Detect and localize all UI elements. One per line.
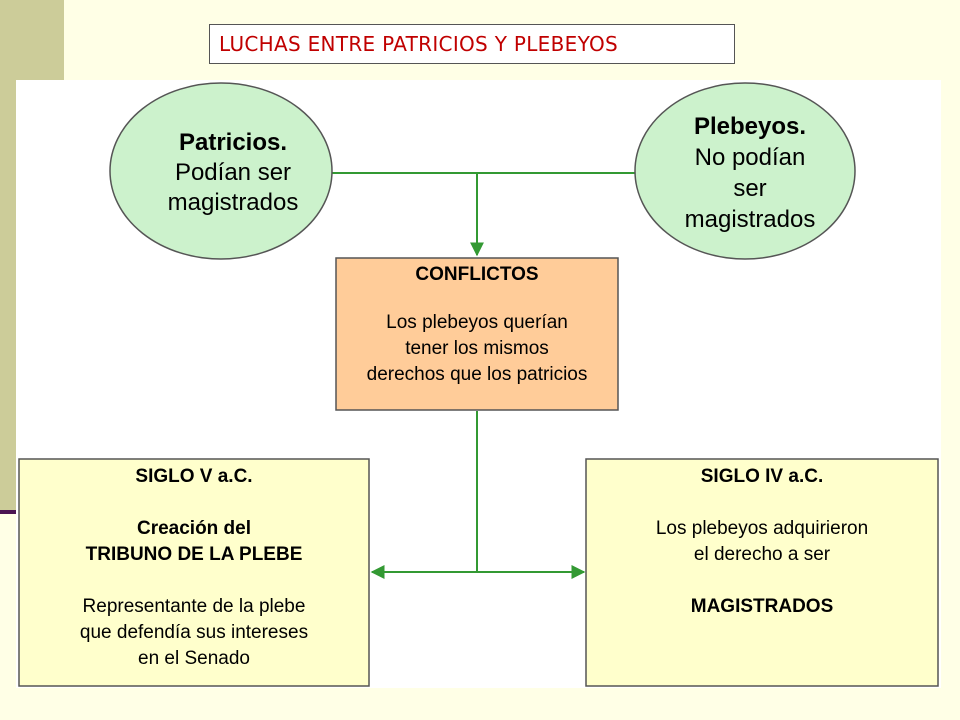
plebeyos-line: magistrados [684,206,816,233]
siglo-v-line: en el Senado [138,648,250,669]
patricios-ellipse [109,82,333,260]
siglo-v-node-text: SIGLO V a.C. Creación del TRIBUNO DE LA … [20,460,368,684]
siglo-v-subheading: Creación del [136,518,252,539]
patricios-heading: Patricios. [178,129,288,156]
plebeyos-ellipse [634,82,856,260]
siglo-v-subheading: TRIBUNO DE LA PLEBE [85,544,303,565]
conflictos-heading: CONFLICTOS [415,264,539,285]
siglo-v-line: que defendía sus intereses [79,622,309,643]
siglo-iv-line: Los plebeyos adquirieron [655,518,869,539]
siglo-iv-box [585,458,939,687]
siglo-iv-line: el derecho a ser [693,544,831,565]
siglo-v-line: Representante de la plebe [82,596,306,617]
siglo-v-box [18,458,370,687]
conflictos-line: derechos que los patricios [366,364,588,385]
patricios-line: Podían ser [174,159,292,186]
plebeyos-line: ser [733,175,767,202]
plebeyos-line: No podían [694,144,806,171]
patricios-node-text: Patricios. Podían ser magistrados [135,118,331,228]
plebeyos-heading: Plebeyos. [693,113,807,140]
plebeyos-node-text: Plebeyos. No podían ser magistrados [655,107,845,239]
siglo-iv-node-text: SIGLO IV a.C. Los plebeyos adquirieron e… [586,460,938,684]
page-title: LUCHAS ENTRE PATRICIOS Y PLEBEYOS [219,32,619,56]
conflictos-box [335,257,619,411]
patricios-line: magistrados [167,189,299,216]
siglo-v-heading: SIGLO V a.C. [135,466,253,487]
siglo-iv-heading: SIGLO IV a.C. [700,466,824,487]
side-decoration-accent [0,510,22,514]
title-box: LUCHAS ENTRE PATRICIOS Y PLEBEYOS [209,24,735,64]
siglo-iv-emphasis: MAGISTRADOS [690,596,834,617]
conflictos-line: tener los mismos [405,338,549,359]
conflictos-line: Los plebeyos querían [386,312,568,333]
conflictos-node-text: CONFLICTOS Los plebeyos querían tener lo… [336,258,618,408]
